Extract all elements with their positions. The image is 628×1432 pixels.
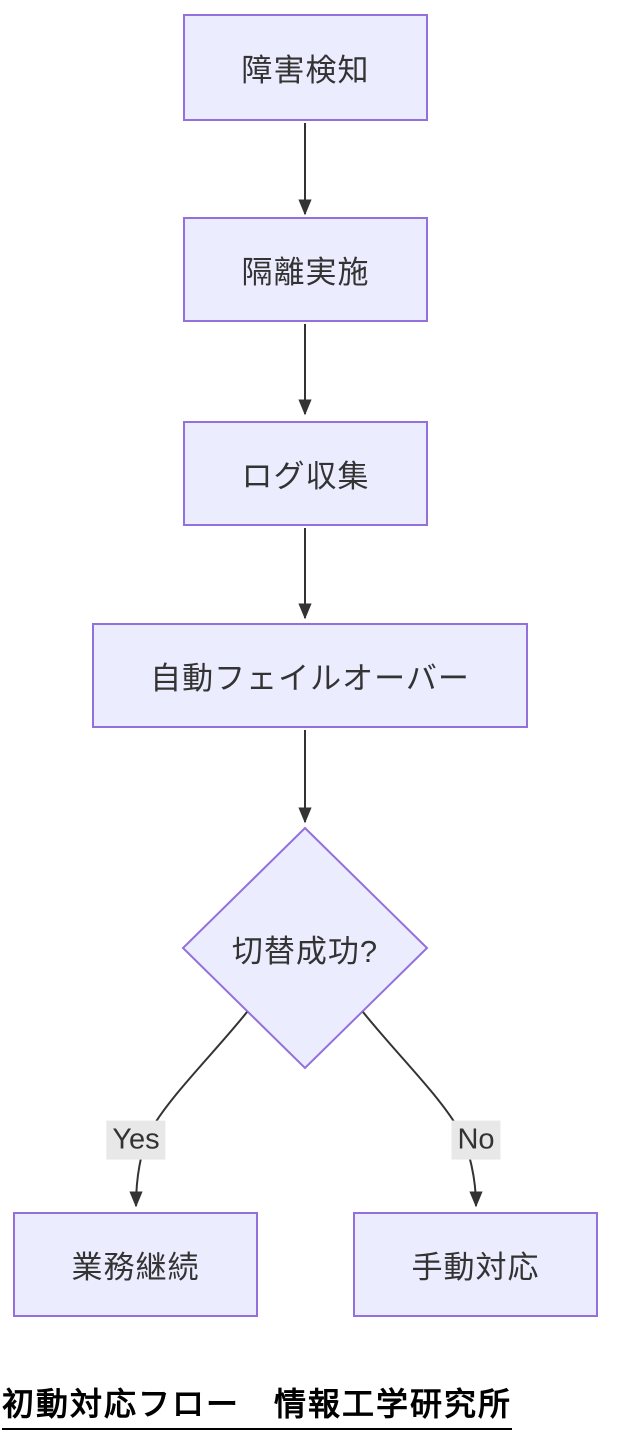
node-label: ログ収集 [241, 459, 370, 494]
node-decision-switch-success: 切替成功? [183, 888, 427, 1008]
footer-title: 初動対応フロー 情報工学研究所 [2, 1379, 513, 1430]
node-log-collection: ログ収集 [183, 421, 428, 526]
node-fault-detection: 障害検知 [183, 14, 428, 121]
node-label: 手動対応 [411, 1250, 540, 1285]
node-label: 切替成功? [231, 933, 379, 969]
edge-label-no: No [451, 1120, 501, 1160]
node-label: 隔離実施 [241, 255, 370, 290]
node-auto-failover: 自動フェイルオーバー [92, 623, 528, 728]
edge-label-yes: Yes [106, 1120, 166, 1160]
node-manual-response: 手動対応 [353, 1212, 598, 1317]
node-label: 障害検知 [241, 53, 370, 88]
node-label: 自動フェイルオーバー [150, 661, 470, 696]
edge-decision-manual [362, 1011, 483, 1208]
node-business-continuity: 業務継続 [13, 1212, 258, 1317]
edge-decision-continue [129, 1011, 248, 1208]
node-label: 業務継続 [71, 1250, 200, 1285]
decision-diamond-shape [181, 826, 429, 1070]
node-isolation: 隔離実施 [183, 217, 428, 322]
